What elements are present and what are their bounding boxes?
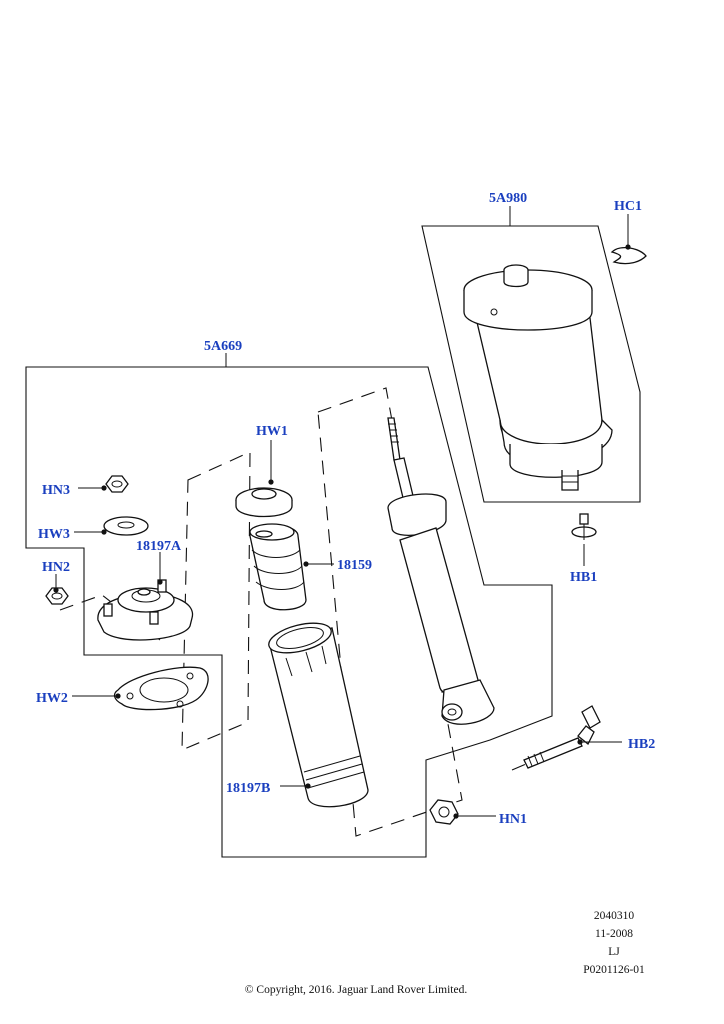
callout-hn1: HN1 — [499, 812, 527, 827]
footer-code: 2040310 — [594, 910, 635, 922]
bump-stop — [249, 523, 307, 611]
washer-hw1 — [235, 487, 293, 518]
gasket-hw2 — [113, 666, 209, 711]
callout-18197a: 18197A — [136, 539, 182, 554]
air-spring-frame — [421, 225, 641, 503]
footer-date: 11-2008 — [595, 928, 633, 940]
washer-hw3 — [103, 516, 149, 536]
bolt-hb1 — [571, 513, 597, 540]
callout-5a980: 5A980 — [489, 191, 527, 206]
nut-hn1 — [429, 799, 459, 825]
callout-hc1: HC1 — [614, 199, 642, 214]
callout-hw3: HW3 — [38, 527, 70, 542]
callout-hn2: HN2 — [42, 560, 70, 575]
footer-copyright: © Copyright, 2016. Jaguar Land Rover Lim… — [245, 984, 468, 996]
clip-hc1 — [610, 246, 647, 265]
nut-hn3 — [105, 475, 129, 493]
callout-hb2: HB2 — [628, 737, 655, 752]
top-mount — [97, 579, 194, 641]
callout-hw1: HW1 — [256, 424, 288, 439]
shock-absorber — [387, 417, 495, 725]
footer-initials: LJ — [608, 946, 620, 958]
nut-hn2 — [45, 587, 69, 605]
callout-hb1: HB1 — [570, 570, 597, 585]
bolt-hb2 — [523, 705, 601, 769]
footer-ref: P0201126-01 — [583, 964, 645, 976]
air-spring — [463, 264, 613, 491]
dust-boot — [268, 622, 369, 808]
callout-18159: 18159 — [337, 558, 372, 573]
shock-assembly-frame — [25, 366, 553, 858]
callout-hn3: HN3 — [42, 483, 70, 498]
callout-hw2: HW2 — [36, 691, 68, 706]
callout-18197b: 18197B — [226, 781, 270, 796]
callout-5a669: 5A669 — [204, 339, 242, 354]
